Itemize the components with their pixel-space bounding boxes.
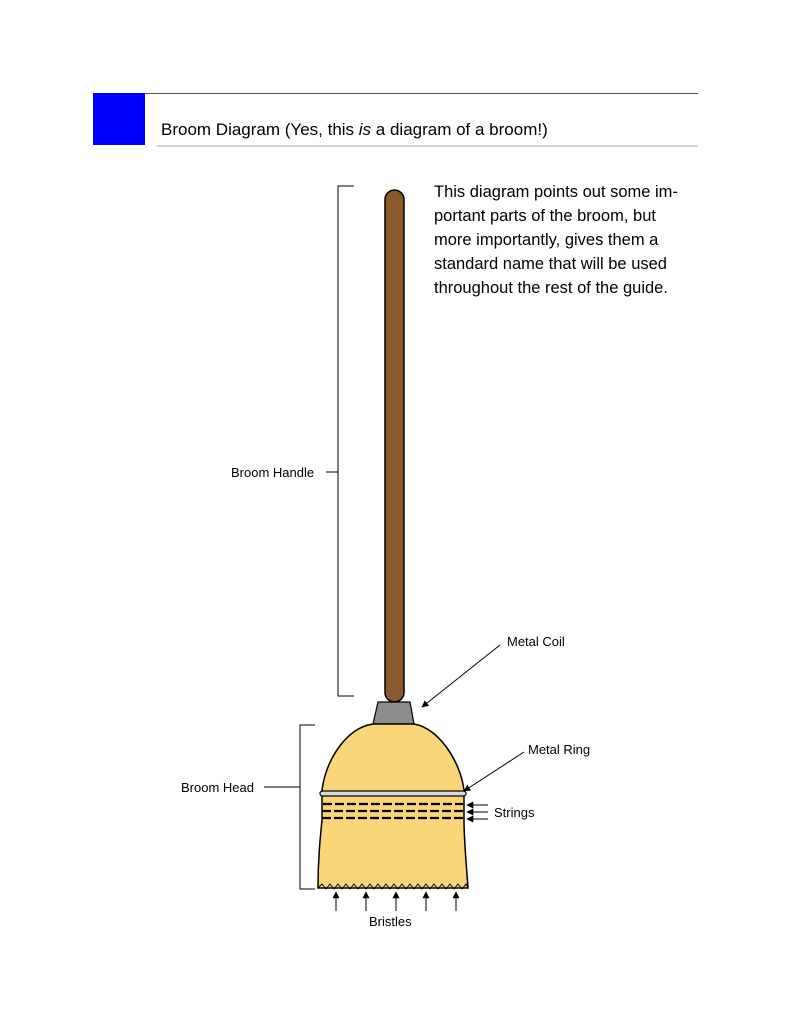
page-title-emphasis: is: [358, 120, 372, 139]
bristles-edge: [317, 883, 469, 890]
broom-head: [317, 723, 469, 889]
broom-handle: [384, 189, 405, 703]
bristles-label: Bristles: [369, 914, 412, 929]
strings-label: Strings: [494, 805, 535, 820]
header-accent-square: [93, 93, 145, 145]
strings: [322, 802, 464, 820]
metal-coil-arrow: [421, 644, 501, 708]
page-title: Broom Diagram (Yes, this is a diagram of…: [161, 120, 548, 140]
description-line: throughout the rest of the guide.: [434, 279, 668, 297]
description-line: This diagram points out some im-: [434, 183, 678, 201]
description-line: portant parts of the broom, but: [434, 207, 656, 225]
strings-arrows: [466, 801, 488, 823]
metal-ring: [319, 790, 467, 797]
broom-handle-label: Broom Handle: [231, 465, 315, 480]
head-bracket: [264, 724, 315, 890]
metal-coil-label: Metal Coil: [507, 634, 565, 649]
description-line: more importantly, gives them a: [434, 231, 659, 249]
handle-bracket: [326, 185, 354, 697]
header-top-rule: [93, 93, 698, 94]
page-title-suffix: a diagram of a broom!): [371, 120, 548, 139]
metal-ring-arrow: [463, 751, 525, 792]
broom-head-label: Broom Head: [181, 780, 254, 795]
page-title-prefix: Broom Diagram (Yes, this: [161, 120, 359, 139]
bristles-arrows: [332, 891, 460, 911]
metal-coil: [372, 701, 415, 725]
metal-ring-label: Metal Ring: [528, 742, 591, 757]
description-paragraph: This diagram points out some im- portant…: [434, 180, 719, 300]
title-underline: [157, 145, 698, 147]
description-line: standard name that will be used: [434, 255, 667, 273]
